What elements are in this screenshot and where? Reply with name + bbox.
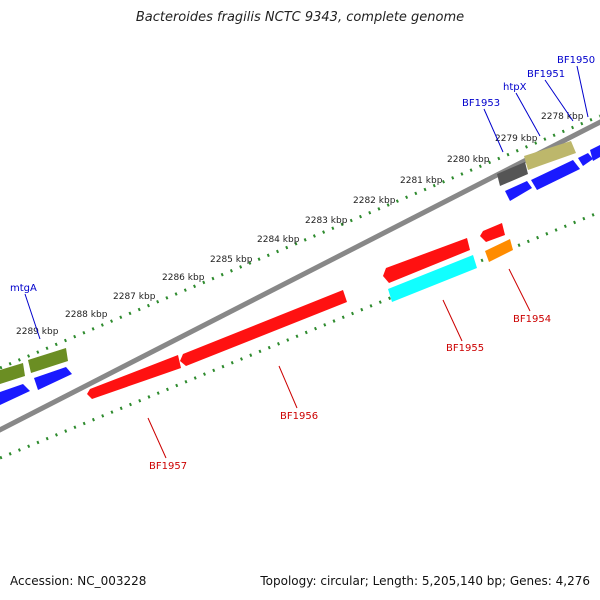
gene-bf1951-box[interactable]	[578, 153, 593, 166]
gene-fwd-olive-left[interactable]	[0, 363, 25, 384]
gene-bf1954-red[interactable]	[480, 223, 505, 242]
kbp-2283: 2283 kbp	[305, 216, 348, 226]
gene-fwd-blue-3[interactable]	[34, 367, 72, 390]
gene-bf1955-red[interactable]	[383, 238, 470, 283]
kbp-2281: 2281 kbp	[400, 176, 443, 186]
kbp-2278: 2278 kbp	[541, 112, 584, 122]
gene-bf1956-box[interactable]	[180, 290, 347, 366]
label-bf1953[interactable]: BF1953	[462, 98, 500, 109]
label-bf1950[interactable]: BF1950	[557, 55, 595, 66]
kbp-2286: 2286 kbp	[162, 273, 205, 283]
accession-text: Accession: NC_003228	[10, 574, 147, 588]
kbp-2282: 2282 kbp	[353, 196, 396, 206]
gene-fwd-blue-4[interactable]	[0, 384, 30, 405]
label-leaders	[24, 65, 589, 459]
label-bf1955[interactable]: BF1955	[446, 343, 484, 354]
gene-mtga-box[interactable]	[28, 348, 68, 373]
kbp-2287: 2287 kbp	[113, 292, 156, 302]
gene-bf1953-box[interactable]	[497, 162, 528, 186]
gene-bf1950-box[interactable]	[590, 145, 600, 161]
kbp-2285: 2285 kbp	[210, 255, 253, 265]
map-title: Bacteroides fragilis NCTC 9343, complete…	[135, 10, 465, 25]
gene-fwd-blue-2[interactable]	[505, 181, 532, 201]
label-mtga[interactable]: mtgA	[10, 283, 37, 294]
gene-bf1954-box[interactable]	[485, 239, 513, 262]
gene-bf1957-box[interactable]	[87, 355, 181, 399]
gene-htpx-box[interactable]	[524, 141, 576, 170]
label-htpx[interactable]: htpX	[503, 82, 527, 93]
reverse-genes	[87, 223, 513, 399]
forward-genes	[0, 141, 600, 405]
label-bf1957[interactable]: BF1957	[149, 461, 187, 472]
kbp-2284: 2284 kbp	[257, 235, 300, 245]
genome-summary-text: Topology: circular; Length: 5,205,140 bp…	[260, 574, 590, 588]
gene-fwd-blue-1[interactable]	[531, 160, 580, 190]
gene-labels: BF1950 BF1951 htpX BF1953 mtgA BF1954 BF…	[10, 55, 595, 472]
gene-bf1955-box[interactable]	[388, 255, 477, 302]
label-bf1956[interactable]: BF1956	[280, 411, 318, 422]
kbp-2288: 2288 kbp	[65, 310, 108, 320]
label-bf1951[interactable]: BF1951	[527, 69, 565, 80]
genome-backbone	[0, 119, 600, 433]
kbp-2280: 2280 kbp	[447, 155, 490, 165]
label-bf1954[interactable]: BF1954	[513, 314, 551, 325]
kbp-2279: 2279 kbp	[495, 134, 538, 144]
